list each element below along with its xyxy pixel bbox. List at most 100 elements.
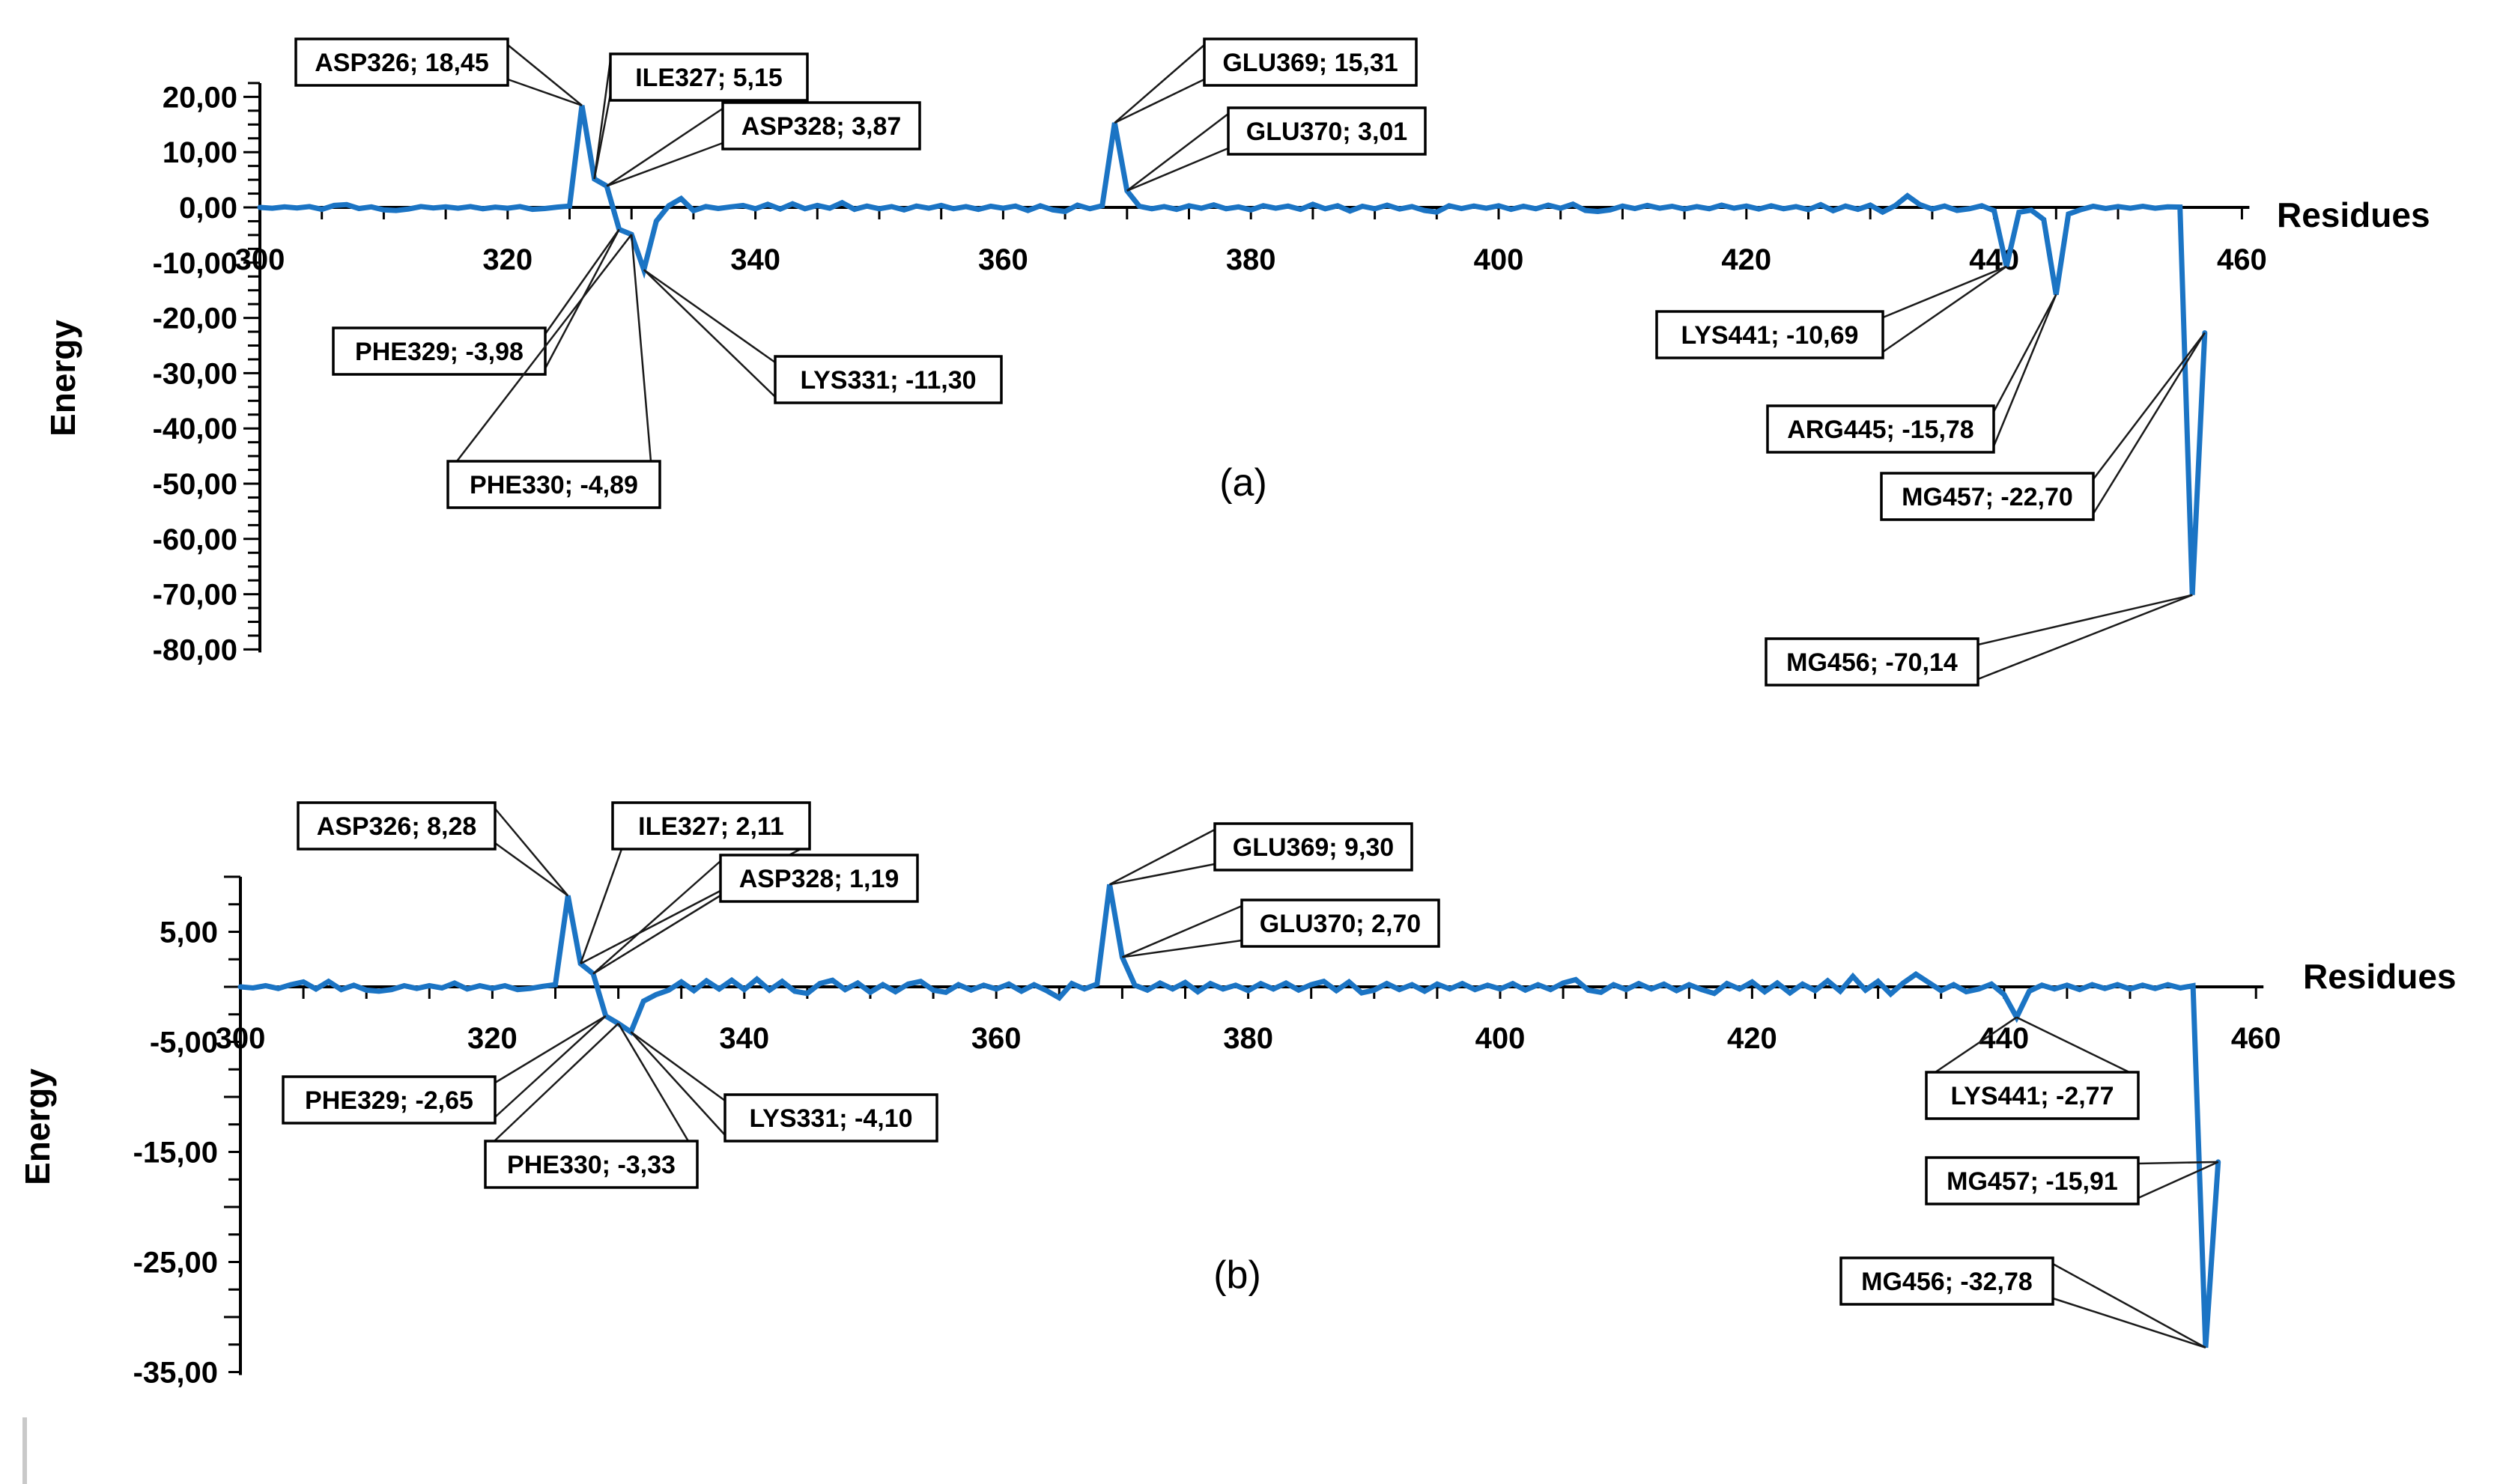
annotation-text: MG457; -15,91	[1947, 1167, 2118, 1196]
annotation-leader	[1992, 294, 2057, 447]
annotation-leader	[1109, 863, 1216, 886]
annotation-leader	[494, 1015, 607, 1084]
y-tick-label: 5,00	[160, 916, 218, 949]
annotation-box	[611, 801, 811, 851]
annotation-leader	[2138, 1161, 2218, 1165]
annotation-leader	[1882, 265, 2007, 353]
annotation-box	[1655, 310, 1884, 359]
x-tick-label: 420	[1721, 243, 1771, 276]
y-tick-label: -40,00	[153, 413, 237, 445]
annotation-leader	[592, 894, 721, 975]
x-tick-label: 460	[2231, 1022, 2281, 1055]
annotation-leader	[544, 228, 620, 335]
annotation-box	[1203, 37, 1418, 87]
annotation-box	[1765, 637, 1979, 687]
annotation-text: ASP326; 18,45	[315, 49, 489, 77]
annotation-leader	[2016, 1016, 2130, 1074]
y-tick-label: -70,00	[153, 579, 237, 612]
scan-artifact	[22, 1417, 27, 1484]
annotation-text: ARG445; -15,78	[1787, 416, 1973, 444]
annotation: ILE327; 5,15	[593, 52, 809, 180]
annotation-text: ASP326; 8,28	[317, 812, 477, 841]
x-tick-label: 400	[1474, 243, 1524, 276]
annotation-leader	[1126, 113, 1229, 192]
annotation-leader	[2138, 1161, 2219, 1199]
x-tick-label: 380	[1223, 1022, 1273, 1055]
y-tick-label: -5,00	[150, 1027, 218, 1059]
annotation-box	[719, 854, 919, 903]
annotation-box	[609, 52, 809, 102]
annotation-box	[1925, 1071, 2140, 1120]
annotation-leader	[606, 107, 723, 187]
annotation: ASP328; 1,19	[592, 854, 919, 975]
annotation-text: GLU370; 2,70	[1260, 910, 1421, 938]
annotation: GLU369; 15,31	[1114, 37, 1418, 124]
annotation-leader	[1992, 294, 2057, 413]
annotation-leader	[643, 269, 776, 364]
annotation-leader	[1114, 44, 1205, 124]
annotation-leader	[593, 59, 612, 180]
annotation-leader	[507, 44, 583, 106]
annotation: GLU370; 2,70	[1121, 898, 1440, 958]
panel-label: (b)	[1213, 1253, 1261, 1297]
annotation: ASP328; 3,87	[606, 101, 921, 187]
annotation-text: LYS331; -4,10	[750, 1104, 913, 1133]
annotation-leader	[643, 269, 776, 398]
x-tick-label: 340	[730, 243, 780, 276]
annotation-leader	[1122, 939, 1243, 958]
annotation-leader	[2052, 1262, 2206, 1348]
annotation-leader	[1126, 147, 1229, 192]
annotation: PHE330; -3,33	[484, 1023, 699, 1189]
y-tick-label: -35,00	[133, 1357, 218, 1390]
annotation-leader	[2052, 1297, 2206, 1349]
annotation-leader	[494, 808, 569, 897]
annotation: PHE329; -3,98	[332, 228, 620, 376]
annotation: MG456; -70,14	[1765, 594, 2193, 687]
annotation-box	[1880, 472, 2095, 521]
annotation-leader	[1114, 78, 1205, 124]
chart-panel-a: 20,0010,000,00-10,00-20,00-30,00-40,00-5…	[43, 37, 2430, 687]
y-tick-label: 10,00	[163, 136, 237, 169]
x-tick-label: 300	[235, 243, 285, 276]
annotation-leader	[2092, 332, 2206, 514]
annotation-leader	[630, 1031, 726, 1136]
annotation: MG457; -22,70	[1880, 332, 2206, 521]
annotation-leader	[494, 842, 569, 897]
series-line	[257, 105, 2208, 595]
y-tick-label: -10,00	[153, 247, 237, 280]
annotation-text: LYS441; -2,77	[1951, 1082, 2114, 1110]
annotation-text: LYS441; -10,69	[1681, 321, 1859, 350]
x-tick-label: 460	[2217, 243, 2267, 276]
annotation-leader	[2093, 332, 2206, 480]
annotation-text: ILE327; 2,11	[638, 812, 784, 841]
annotation-leader	[606, 142, 723, 187]
annotation-leader	[593, 94, 612, 180]
annotation: ASP326; 18,45	[294, 37, 583, 107]
y-tick-label: -25,00	[133, 1247, 218, 1280]
annotation-box	[721, 101, 921, 150]
annotation: ILE327; 2,11	[579, 801, 811, 965]
x-tick-label: 340	[719, 1022, 769, 1055]
annotation-text: ILE327; 5,15	[635, 64, 783, 92]
annotation-text: PHE329; -2,65	[305, 1086, 473, 1115]
y-tick-label: 0,00	[179, 192, 237, 225]
x-tick-label: 420	[1727, 1022, 1777, 1055]
annotation-leader	[630, 1031, 726, 1102]
annotation: GLU369; 9,30	[1109, 822, 1413, 886]
annotation-text: ASP328; 1,19	[739, 865, 899, 893]
annotation-leader	[494, 1015, 607, 1118]
annotation-leader	[592, 860, 721, 975]
x-tick-label: 360	[978, 243, 1028, 276]
x-tick-label: 320	[482, 243, 533, 276]
annotation-leader	[1977, 594, 2193, 646]
x-tick-label: 400	[1475, 1022, 1526, 1055]
annotation-box	[1227, 106, 1427, 156]
annotation-leader	[1121, 904, 1243, 958]
annotation-text: MG456; -32,78	[1861, 1268, 2033, 1296]
annotation-box	[484, 1140, 699, 1189]
y-tick-label: -60,00	[153, 523, 237, 556]
series-line	[237, 884, 2221, 1348]
annotation: ASP326; 8,28	[297, 801, 569, 897]
y-tick-label: 20,00	[163, 81, 237, 114]
annotation-text: MG457; -22,70	[1902, 483, 2073, 511]
